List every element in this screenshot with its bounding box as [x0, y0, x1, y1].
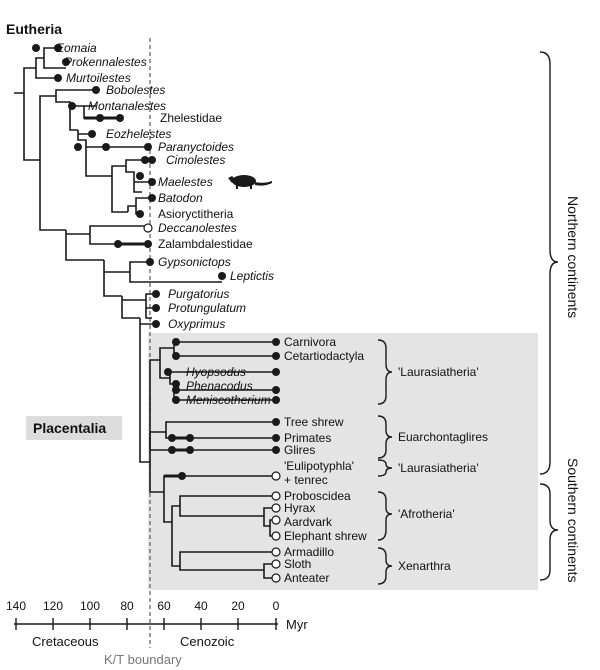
taxon-label: Protungulatum [168, 301, 246, 315]
axis-unit: Myr [286, 617, 308, 632]
taxon-label: Leptictis [230, 269, 274, 283]
taxon-label: Carnivora [284, 335, 336, 349]
taxon-label: Batodon [158, 191, 203, 205]
group-label: 'Afrotheria' [398, 507, 455, 521]
axis-tick-label: 60 [157, 599, 171, 613]
axis-tick-label: 20 [231, 599, 245, 613]
open-tip-markers [143, 223, 281, 583]
taxon-label: Glires [284, 443, 315, 457]
taxon-label: Cetartiodactyla [284, 349, 364, 363]
northern-continents-label: Northern continents [565, 196, 581, 318]
taxon-label: Prokennalestes [64, 55, 147, 69]
taxon-label: + tenrec [284, 473, 328, 487]
taxon-label: Eomaia [56, 41, 97, 55]
taxon-label: Purgatorius [168, 287, 229, 301]
axis-tick-label: 100 [80, 599, 100, 613]
taxon-label: Sloth [284, 557, 311, 571]
group-braces [377, 339, 393, 585]
axis-tick-label: 0 [273, 599, 280, 613]
group-label: 'Laurasiatheria' [398, 365, 479, 379]
era-label-cretaceous: Cretaceous [32, 634, 99, 649]
taxon-label: Armadillo [284, 545, 334, 559]
taxon-label: Primates [284, 431, 331, 445]
taxon-label: 'Eulipotyphla' [284, 459, 354, 473]
placentalia-label-box [26, 416, 122, 440]
axis-tick-label: 40 [194, 599, 208, 613]
taxon-label: Asioryctitheria [158, 207, 234, 221]
taxon-label: Zalambdalestidae [158, 237, 253, 251]
group-label: 'Laurasiatheria' [398, 461, 479, 475]
taxon-label: Gypsonictops [158, 255, 231, 269]
axis-tick-label: 80 [120, 599, 134, 613]
taxon-label: Meniscotherium [186, 393, 271, 407]
taxon-label: Anteater [284, 571, 329, 585]
taxon-label: Elephant shrew [284, 529, 367, 543]
taxon-label: Tree shrew [284, 415, 344, 429]
tip-markers [32, 44, 280, 480]
era-label-cenozoic: Cenozoic [180, 634, 235, 649]
taxon-label: Murtoilestes [66, 71, 131, 85]
placentalia-label: Placentalia [33, 420, 106, 436]
taxon-label: Montanalestes [88, 99, 166, 113]
taxon-label: Maelestes [158, 175, 213, 189]
taxon-label: Aardvark [284, 515, 333, 529]
taxon-label: Paranyctoides [158, 140, 234, 154]
taxon-label: Cimolestes [166, 153, 225, 167]
group-label: Xenarthra [398, 559, 451, 573]
figure-title: Eutheria [6, 21, 62, 37]
axis-tick-label: 140 [6, 599, 26, 613]
continent-braces [539, 51, 559, 581]
maelestes-silhouette-icon [228, 175, 272, 189]
taxon-label: Phenacodus [186, 379, 253, 393]
placentalia-shading [148, 333, 538, 590]
taxon-label: Bobolestes [106, 83, 165, 97]
group-label: Euarchontaglires [398, 430, 488, 444]
southern-continents-label: Southern continents [565, 458, 581, 583]
taxon-label: Hyrax [284, 501, 315, 515]
time-axis: 140 120 100 80 60 40 20 0 Myr Cretaceous… [6, 599, 308, 667]
taxon-labels: Eomaia Prokennalestes Murtoilestes Bobol… [56, 41, 367, 585]
taxon-label: Oxyprimus [168, 317, 225, 331]
group-labels: 'Laurasiatheria' Euarchontaglires 'Laura… [398, 365, 488, 573]
taxon-label: Proboscidea [284, 489, 351, 503]
taxon-label: Zhelestidae [160, 111, 222, 125]
kt-boundary-label: K/T boundary [104, 652, 182, 667]
taxon-label: Hyopsodus [186, 365, 246, 379]
taxon-label: Eozhelestes [106, 127, 171, 141]
axis-tick-label: 120 [43, 599, 63, 613]
taxon-label: Deccanolestes [158, 221, 237, 235]
